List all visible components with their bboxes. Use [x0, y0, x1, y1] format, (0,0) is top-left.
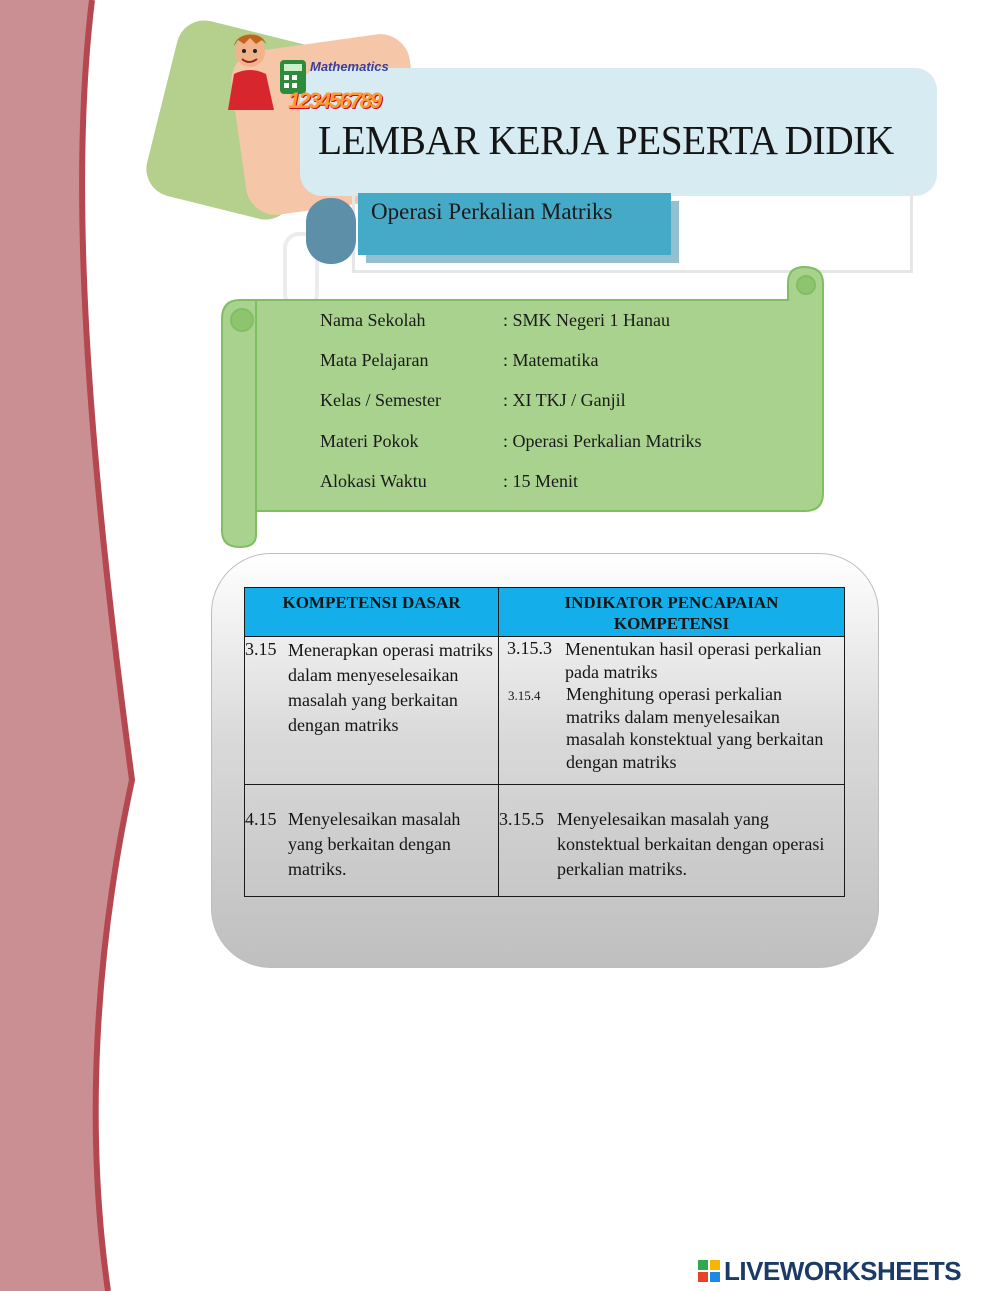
- table-row: 3.15 Menerapkan operasi matriks dalam me…: [244, 636, 845, 785]
- brand-text: LIVEWORKSHEETS: [724, 1256, 962, 1286]
- indicator-text: Menentukan hasil operasi perkalian pada …: [565, 639, 822, 682]
- info-value: : Matematika: [503, 350, 599, 370]
- competency-table: KOMPETENSI DASAR INDIKATOR PENCAPAIAN KO…: [244, 587, 845, 897]
- table-row: 4.15 Menyelesaikan masalah yang berkaita…: [244, 784, 845, 897]
- info-value: : SMK Negeri 1 Hanau: [503, 310, 670, 330]
- kd-number: 4.15: [245, 809, 277, 829]
- green-scroll-banner: [221, 265, 824, 549]
- kd-cell: 4.15 Menyelesaikan masalah yang berkaita…: [244, 784, 499, 897]
- info-value: : XI TKJ / Ganjil: [503, 390, 626, 410]
- info-value: : 15 Menit: [503, 471, 578, 491]
- indicator-number: 3.15.3: [507, 638, 552, 658]
- table-header-row: KOMPETENSI DASAR INDIKATOR PENCAPAIAN KO…: [244, 587, 845, 637]
- indicator-text: Menghitung operasi perkalian matriks dal…: [566, 684, 824, 772]
- blue-pill-decoration: [306, 198, 356, 264]
- left-ribbon-decoration: [0, 0, 136, 1291]
- info-label: Materi Pokok: [320, 431, 419, 451]
- kd-number: 3.15: [245, 639, 277, 659]
- indicator-cell: 3.15.5 Menyelesaikan masalah yang konste…: [498, 784, 845, 897]
- indicator-number: 3.15.4: [508, 688, 541, 703]
- indicator-number: 3.15.5: [499, 809, 544, 829]
- info-value: : Operasi Perkalian Matriks: [503, 431, 702, 451]
- header-indikator: INDIKATOR PENCAPAIAN KOMPETENSI: [498, 587, 845, 637]
- mathematics-logo-icon: [228, 34, 306, 110]
- indicator-text: Menyelesaikan masalah yang konstektual b…: [557, 809, 825, 879]
- info-label: Kelas / Semester: [320, 390, 441, 410]
- header-kompetensi-dasar: KOMPETENSI DASAR: [244, 587, 499, 637]
- indicator-cell: 3.15.3 Menentukan hasil operasi perkalia…: [498, 636, 845, 785]
- title-band: [300, 68, 937, 196]
- page-subtitle: Operasi Perkalian Matriks: [371, 199, 613, 224]
- info-label: Mata Pelajaran: [320, 350, 429, 370]
- logo-digits: 123456789: [288, 88, 382, 113]
- kd-text: Menyelesaikan masalah yang berkaitan den…: [288, 809, 461, 879]
- kd-text: Menerapkan operasi matriks dalam menyese…: [288, 640, 493, 735]
- logo-word: Mathematics: [310, 59, 389, 74]
- page-title: LEMBAR KERJA PESERTA DIDIK: [318, 117, 894, 163]
- subtitle-box: [358, 193, 671, 255]
- liveworksheets-logo-icon: [698, 1260, 720, 1282]
- info-label: Nama Sekolah: [320, 310, 426, 330]
- kd-cell: 3.15 Menerapkan operasi matriks dalam me…: [244, 636, 499, 785]
- info-label: Alokasi Waktu: [320, 471, 427, 491]
